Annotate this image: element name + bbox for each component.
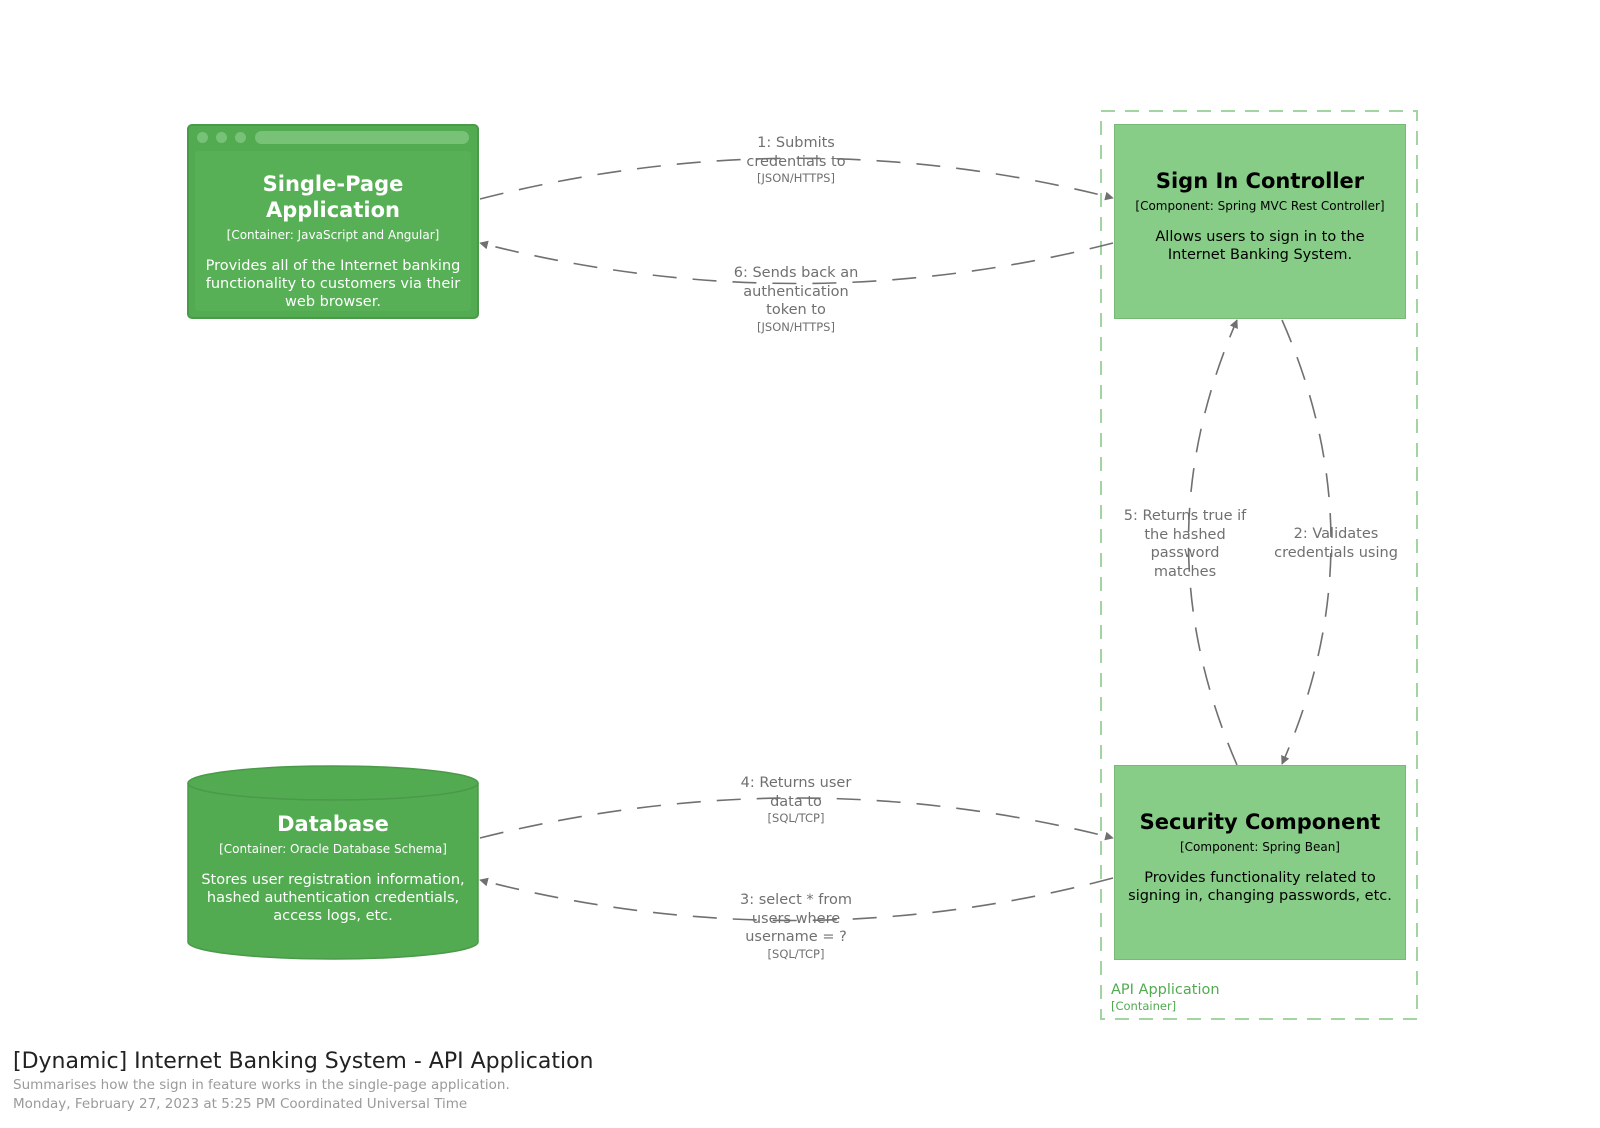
relationship-technology: [SQL/TCP] [767,946,825,961]
relationship-technology: [JSON/HTTPS] [757,319,835,334]
sign-in-controller-node: Sign In Controller [Component: Spring MV… [1114,124,1406,319]
relationship-description: 1: Submits credentials to [746,135,846,170]
boundary-name: API Application [1111,982,1220,998]
arrow-submits-credentials [479,157,1114,201]
node-title: Security Component [1139,810,1381,834]
browser-dot-icon [197,132,208,143]
relationship-description: 4: Returns user data to [740,775,852,810]
diagram-footer: [Dynamic] Internet Banking System - API … [13,1048,594,1114]
node-description: Stores user registration information, ha… [201,872,465,924]
relationship-description: 6: Sends back an authentication token to [733,265,859,318]
relationship-label-2: 2: Validates credentials using [1271,525,1401,562]
node-technology: [Container: JavaScript and Angular] [226,228,440,242]
browser-dot-icon [235,132,246,143]
database-node: Database [Container: Oracle Database Sch… [187,765,479,960]
database-cylinder-icon [187,765,479,960]
diagram-description: Summarises how the sign in feature works… [13,1077,510,1093]
node-description: Provides functionality related to signin… [1128,870,1392,904]
arrow-returns-user-data [479,797,1114,841]
relationship-description: 2: Validates credentials using [1274,526,1398,561]
node-title: Sign In Controller [1155,169,1365,193]
relationship-label-1: 1: Submits credentials to [JSON/HTTPS] [724,134,868,186]
arrow-select-query [479,877,1114,922]
relationship-label-5: 5: Returns true if the hashed password m… [1122,507,1248,581]
relationship-label-4: 4: Returns user data to [SQL/TCP] [724,774,868,826]
boundary-type: [Container] [1111,999,1177,1013]
node-technology: [Container: Oracle Database Schema] [219,842,447,856]
node-technology: [Component: Spring Bean] [1179,840,1340,854]
relationship-technology: [JSON/HTTPS] [757,171,835,185]
arrow-sends-token [479,240,1114,285]
relationship-technology: [SQL/TCP] [767,811,825,825]
boundary-label: API Application [Container] [1111,981,1220,1014]
browser-chrome [189,126,477,150]
relationship-description: 5: Returns true if the hashed password m… [1123,508,1247,580]
single-page-application-node: Single-Page Application [Container: Java… [187,124,479,319]
diagram-title: [Dynamic] Internet Banking System - API … [13,1049,594,1074]
relationship-label-6: 6: Sends back an authentication token to… [724,264,868,335]
diagram-timestamp: Monday, February 27, 2023 at 5:25 PM Coo… [13,1096,468,1112]
node-description: Provides all of the Internet banking fun… [205,258,461,310]
relationship-label-3: 3: select * from users where username = … [724,891,868,962]
node-technology: [Component: Spring MVC Rest Controller] [1135,199,1385,213]
security-component-node: Security Component [Component: Spring Be… [1114,765,1406,960]
relationship-description: 3: select * from users where username = … [739,892,852,945]
browser-dot-icon [216,132,227,143]
node-title: Database [277,812,389,836]
api-application-boundary [1100,110,1418,1020]
node-title: Single-Page Application [262,172,404,222]
node-description: Allows users to sign in to the Internet … [1155,229,1365,263]
browser-address-bar [255,131,469,144]
